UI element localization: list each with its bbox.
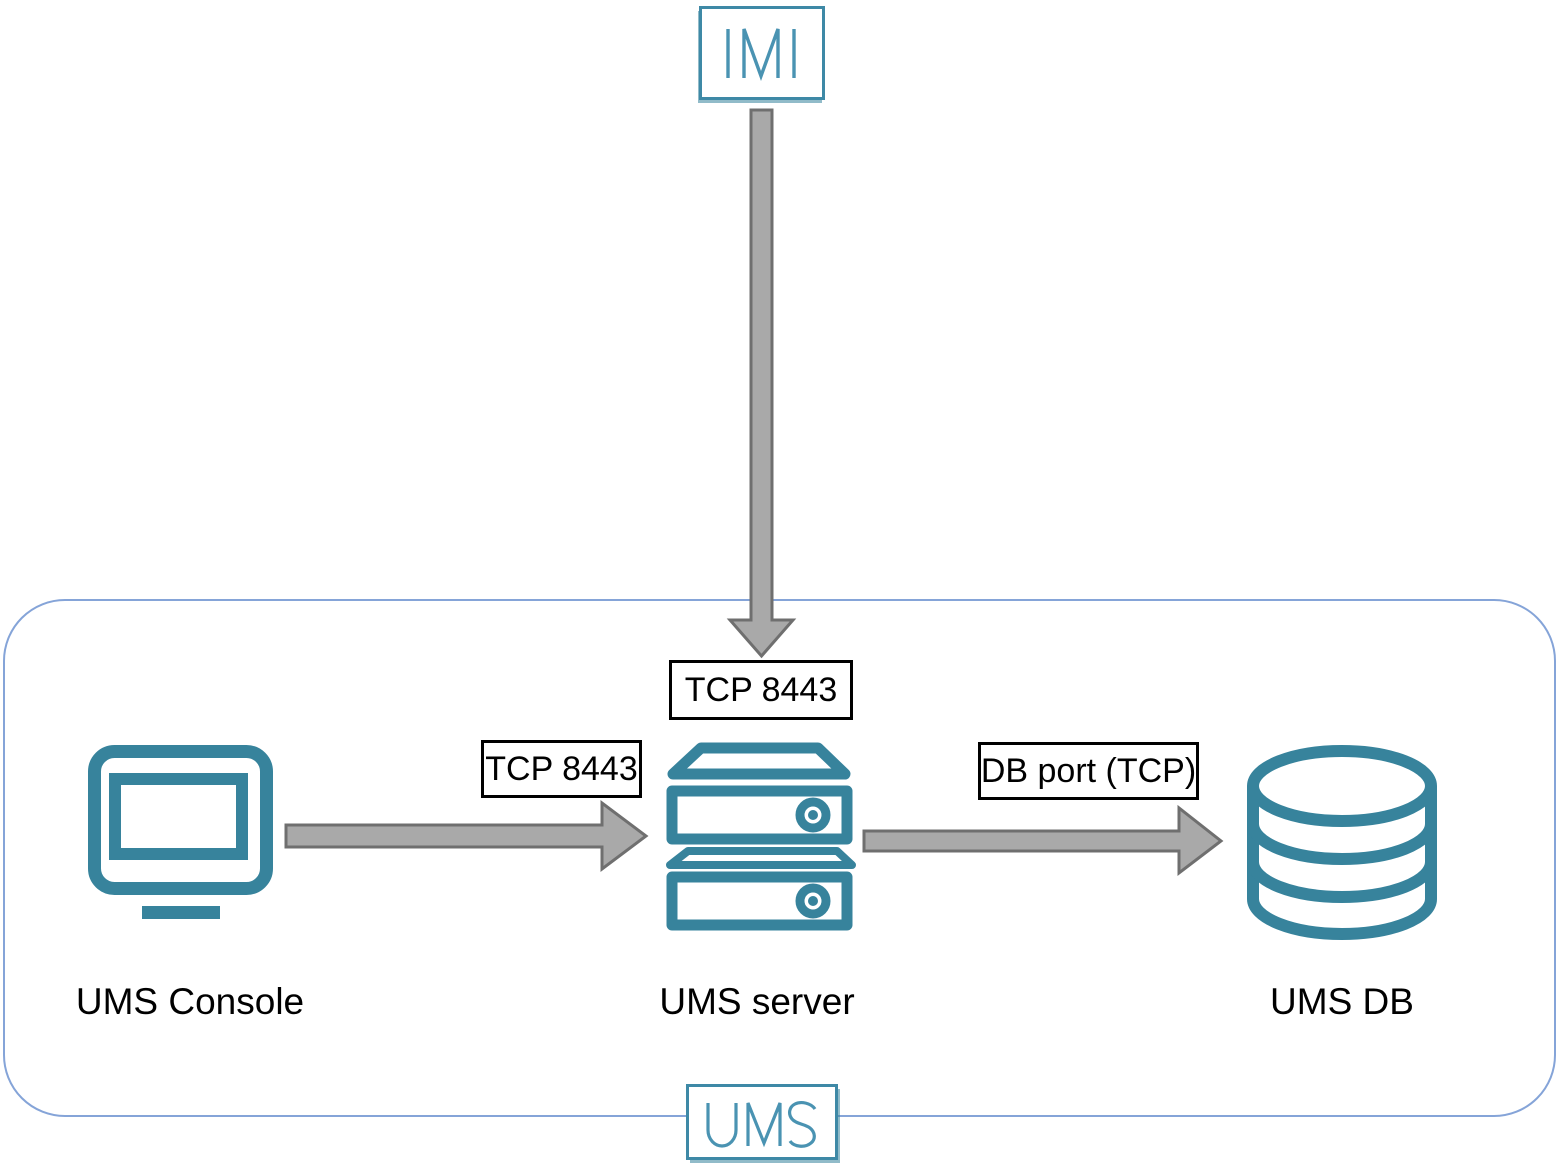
arrow-imi-to-server [726,108,797,659]
ums-logo-lettering [706,1101,817,1148]
port-label-text: TCP 8443 [684,670,838,709]
imi-logo-lettering [726,28,796,81]
ums-console-label: UMS Console [75,981,305,1022]
port-label-text: TCP 8443 [485,749,638,788]
port-label-imi-to-server: TCP 8443 [669,660,853,720]
ums-server-label: UMS server [659,981,855,1022]
port-label-server-to-db: DB port (TCP) [978,742,1199,800]
imi-node: IMI [699,6,825,100]
port-label-text: DB port (TCP) [980,751,1197,790]
ums-db-label: UMS DB [1270,981,1414,1022]
port-label-console-to-server: TCP 8443 [481,740,642,798]
ums-boundary-tag: UMS [686,1084,838,1160]
